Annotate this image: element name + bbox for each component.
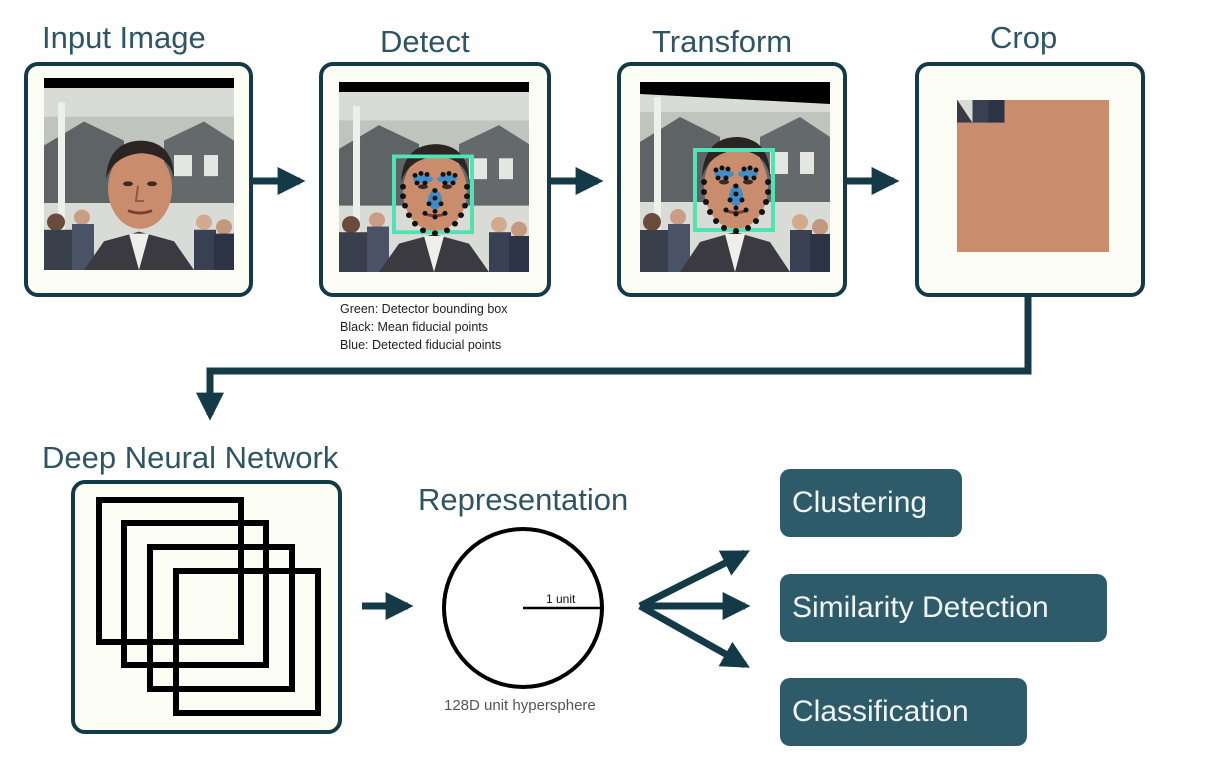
classification-box: Classification [780, 678, 1027, 746]
detect-title: Detect [380, 24, 470, 59]
transform-face-photo [640, 82, 830, 272]
similarity-detection-box: Similarity Detection [780, 574, 1107, 642]
arrow-to-clustering [638, 549, 750, 610]
transform-title: Transform [652, 24, 793, 59]
cropped-face-photo [957, 100, 1109, 252]
radius-label: 1 unit [546, 592, 576, 606]
letterbox-bar [339, 82, 529, 92]
hypersphere-graphic [442, 527, 604, 689]
network-layers-graphic [96, 497, 321, 716]
input-image-title: Input Image [42, 20, 206, 55]
arrow-crop-to-network [196, 297, 1032, 421]
crop-title: Crop [990, 20, 1058, 55]
arrow-to-classification [638, 602, 750, 669]
legend-blue: Blue: Detected fiducial points [340, 338, 502, 352]
network-frame [71, 480, 342, 734]
representation-title: Representation [418, 482, 629, 517]
legend-green: Green: Detector bounding box [340, 302, 508, 316]
hypersphere-caption: 128D unit hypersphere [444, 697, 596, 714]
detect-legend: Green: Detector bounding box Black: Mean… [340, 300, 507, 354]
crop-frame [915, 62, 1145, 297]
clustering-box: Clustering [780, 469, 962, 537]
legend-black: Black: Mean fiducial points [340, 320, 488, 334]
input-image-frame [24, 62, 253, 297]
network-title: Deep Neural Network [42, 440, 339, 475]
detect-frame [319, 62, 551, 297]
detect-face-photo [339, 92, 529, 272]
letterbox-bar [44, 78, 234, 88]
input-face-photo [44, 88, 234, 270]
transform-frame [617, 62, 847, 297]
